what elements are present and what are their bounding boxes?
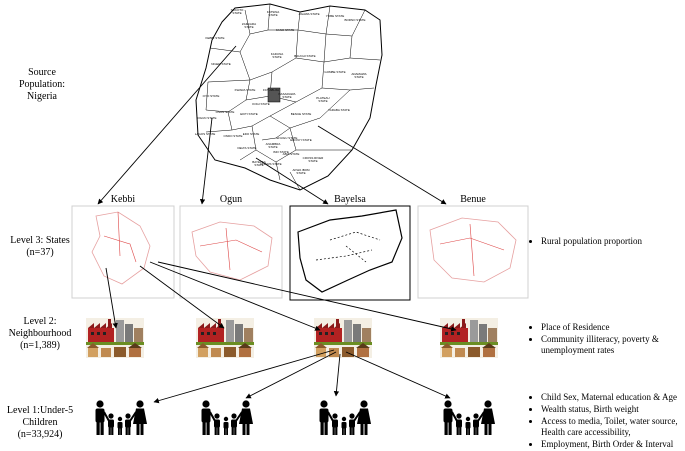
map-state-label: KATSINA STATE [266, 10, 280, 17]
map-state-label: RIVERS STATE [260, 162, 282, 166]
map-state-label: KWARA STATE [234, 88, 256, 92]
map-to-state-arrows [97, 45, 447, 205]
map-state-label: ENUGU STATE [276, 136, 298, 140]
level2-label: Level 2: Neighbourhood (n=1,389) [0, 316, 80, 352]
map-state-label: YOBE STATE [325, 14, 345, 18]
state-name-bayelsa: Bayelsa [334, 194, 366, 205]
level1-label: Level 1:Under-5 Children (n=33,924) [0, 405, 80, 441]
level2-line-2: Neighbourhood [8, 328, 72, 339]
factor-access-media: Access to media, Toilet, water source, H… [541, 416, 682, 438]
source-line-1: Source [28, 67, 56, 78]
factor-rural-population: Rural population proportion [541, 236, 682, 247]
state-box-benue [417, 205, 529, 299]
nigeria-map [195, 3, 383, 191]
map-state-label: KADUNA STATE [270, 52, 284, 59]
map-state-label: FCT ABUJA [262, 88, 280, 92]
state-box-bayelsa [289, 205, 411, 301]
map-state-label: PLATEAU STATE [316, 96, 330, 103]
map-state-label: NASARAWA STATE [278, 92, 296, 99]
neighbourhood-icon-benue [440, 318, 498, 358]
map-state-label: NIGER STATE [211, 62, 231, 66]
level2-line-1: Level 2: [23, 316, 57, 327]
family-icon-1 [94, 399, 148, 436]
state-name-benue: Benue [460, 194, 486, 205]
source-line-2: Population: [18, 79, 66, 90]
source-line-3: Nigeria [27, 91, 57, 102]
map-state-label: BAYELSA STATE [252, 160, 266, 167]
family-icon-2 [200, 399, 254, 436]
neighbourhood-to-children-arrows [153, 349, 451, 404]
level3-line-2: (n=37) [26, 247, 54, 258]
level3-line-1: Level 3: States [10, 235, 70, 246]
map-state-label: CROSS RIVER STATE [302, 156, 324, 163]
factors-level2: Place of Residence Community illiteracy,… [532, 322, 682, 357]
map-state-label: EBONYI STATE [290, 138, 312, 142]
map-state-label: OSUN STATE [215, 110, 235, 114]
state-to-neighbourhood-arrows [105, 261, 457, 332]
level1-line-1: Level 1:Under-5 [6, 405, 74, 416]
factor-place-of-residence: Place of Residence [541, 322, 682, 333]
neighbourhood-icon-ogun [196, 318, 254, 358]
map-state-label: KEBBI STATE [205, 36, 225, 40]
map-state-label: LAGOS STATE [194, 132, 216, 136]
map-state-label: OYO STATE [202, 94, 220, 98]
state-box-kebbi [71, 205, 175, 299]
map-state-label: ABIA STATE [282, 152, 300, 156]
map-state-label: ANAMBRA STATE [265, 142, 281, 149]
factors-level1: Child Sex, Maternal education & Age Weal… [532, 392, 682, 451]
map-state-label: DELTA STATE [237, 146, 257, 150]
neighbourhood-icon-bayelsa [314, 318, 372, 358]
level1-line-3: (n=33,924) [17, 429, 63, 440]
map-state-label: EKITI STATE [240, 112, 258, 116]
map-state-label: KANO STATE [275, 28, 295, 32]
state-name-kebbi: Kebbi [110, 194, 136, 205]
factors-level3: Rural population proportion [532, 236, 682, 248]
map-state-label: IMO STATE [273, 150, 289, 154]
factor-employment-birth-order: Employment, Birth Order & Interval [541, 439, 682, 450]
level2-line-3: (n=1,389) [20, 340, 60, 351]
map-state-label: ONDO STATE [223, 134, 243, 138]
map-state-label: AKWA IBOM STATE [292, 168, 310, 175]
map-state-label: BORNO STATE [344, 18, 366, 22]
map-state-label: BAUCHI STATE [294, 54, 316, 58]
level1-line-2: Children [22, 417, 58, 428]
map-state-label: OGUN STATE [197, 116, 217, 120]
family-icon-3 [318, 399, 372, 436]
map-state-label: GOMBE STATE [324, 70, 346, 74]
map-state-label: EDO STATE [242, 132, 260, 136]
map-state-label: BENUE STATE [290, 112, 312, 116]
factor-community-rates: Community illiteracy, poverty & unemploy… [541, 334, 682, 356]
level3-label: Level 3: States (n=37) [0, 235, 80, 259]
source-population-label: Source Population: Nigeria [2, 67, 82, 103]
state-name-ogun: Ogun [219, 194, 243, 205]
factor-child-sex-maternal: Child Sex, Maternal education & Age [541, 392, 682, 403]
map-state-label: JIGAWA STATE [298, 12, 320, 16]
map-state-label: KOGI STATE [252, 102, 270, 106]
state-box-ogun [179, 205, 283, 299]
map-state-label: SOKOTO STATE [230, 8, 244, 15]
map-state-label: ADAMAWA STATE [351, 72, 367, 79]
map-state-label: ZAMFARA STATE [241, 22, 257, 29]
map-state-label: TARABA STATE [328, 108, 350, 112]
family-icon-4 [442, 399, 496, 436]
factor-wealth-birthweight: Wealth status, Birth weight [541, 404, 682, 415]
